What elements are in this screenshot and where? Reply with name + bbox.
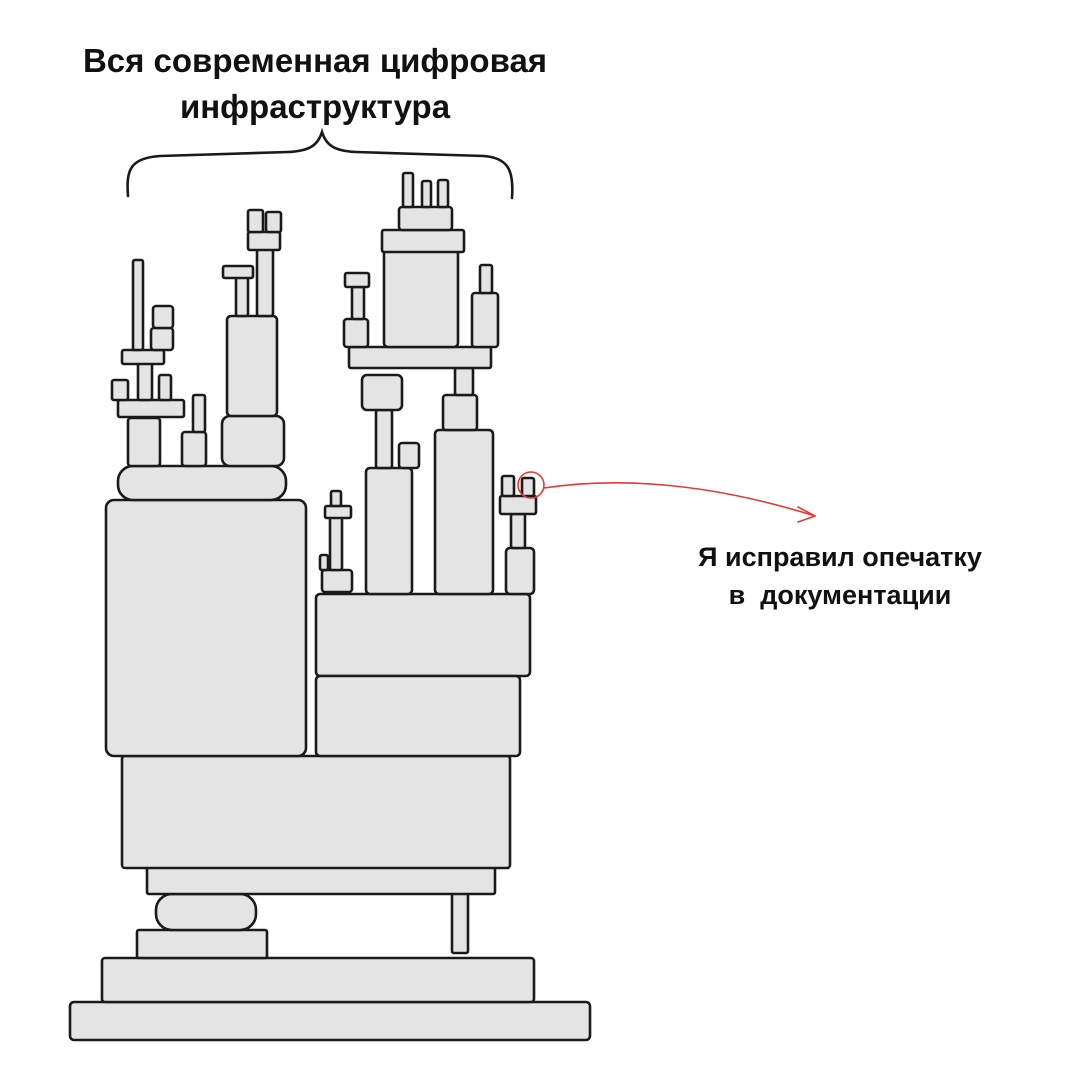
shelf bbox=[380, 228, 466, 254]
infrastructure-title: Вся современная цифровая инфраструктура bbox=[60, 38, 570, 130]
title-line-1: Вся современная цифровая bbox=[82, 42, 548, 79]
annotation-note: Я исправил опечатку в документации bbox=[680, 538, 1000, 614]
tall-column bbox=[364, 466, 414, 596]
block bbox=[441, 393, 479, 432]
curly-brace bbox=[126, 127, 514, 200]
cube bbox=[264, 210, 283, 234]
post bbox=[234, 274, 250, 318]
nub bbox=[157, 373, 173, 402]
tall-post bbox=[255, 246, 275, 318]
cap bbox=[221, 264, 255, 280]
side-block bbox=[470, 291, 500, 349]
platform bbox=[347, 345, 493, 370]
nub bbox=[478, 263, 494, 295]
cube bbox=[360, 373, 404, 412]
nub bbox=[401, 171, 415, 209]
cube bbox=[151, 304, 175, 330]
annotation-arrowhead bbox=[797, 506, 816, 523]
post bbox=[136, 361, 154, 402]
base-roller bbox=[154, 892, 258, 932]
small-block bbox=[504, 546, 536, 596]
thin-post bbox=[328, 514, 344, 572]
thin-post bbox=[374, 408, 394, 470]
the-tiny-block bbox=[520, 476, 536, 498]
nub bbox=[397, 441, 421, 470]
note-line-2: в документации bbox=[728, 580, 952, 610]
base-plate bbox=[100, 956, 536, 1004]
tall-tower bbox=[433, 428, 495, 596]
right-tower bbox=[314, 171, 538, 758]
nub bbox=[318, 553, 330, 572]
cap bbox=[498, 494, 538, 516]
box bbox=[382, 248, 460, 349]
post bbox=[350, 285, 366, 321]
drum bbox=[220, 414, 286, 468]
rounded-ledge bbox=[116, 464, 288, 502]
base-thin-post bbox=[450, 891, 470, 955]
highlight-circle bbox=[517, 471, 545, 499]
thin-post bbox=[509, 512, 527, 550]
cap bbox=[323, 504, 353, 520]
large-block bbox=[104, 498, 308, 758]
nub bbox=[500, 474, 516, 498]
cap bbox=[343, 271, 371, 289]
support-beam bbox=[145, 864, 497, 896]
shelf bbox=[120, 348, 166, 366]
title-line-2: инфраструктура bbox=[179, 88, 451, 125]
short-block bbox=[180, 430, 208, 468]
upper-slab bbox=[314, 592, 532, 678]
nub bbox=[329, 489, 343, 508]
block bbox=[453, 366, 475, 397]
tall-antenna bbox=[131, 258, 145, 352]
cube bbox=[246, 208, 265, 234]
base-step bbox=[135, 928, 269, 960]
stub-block bbox=[126, 416, 162, 468]
annotation-arrow bbox=[543, 482, 816, 517]
lower-slab bbox=[314, 674, 522, 758]
main-trunk bbox=[120, 754, 512, 870]
column bbox=[225, 314, 279, 418]
tiny-post bbox=[191, 393, 207, 434]
shelf bbox=[116, 398, 186, 419]
base-slab bbox=[68, 1000, 592, 1042]
note-line-1: Я исправил опечатку bbox=[698, 542, 982, 572]
cube bbox=[149, 326, 175, 352]
left-tower bbox=[104, 208, 308, 758]
crossbar bbox=[246, 230, 282, 252]
tower-base bbox=[68, 754, 592, 1042]
cube bbox=[342, 317, 370, 349]
tiny-block bbox=[320, 568, 354, 594]
crown bbox=[397, 205, 454, 232]
nub bbox=[420, 179, 433, 209]
nub bbox=[436, 178, 450, 209]
nub bbox=[110, 378, 130, 402]
